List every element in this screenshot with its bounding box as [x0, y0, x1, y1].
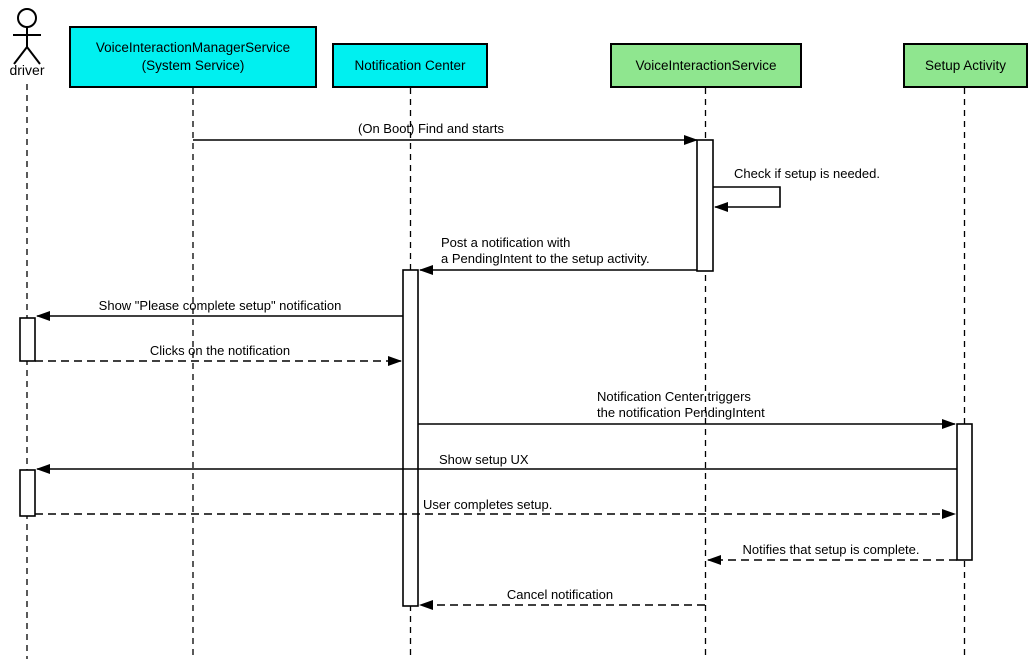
message-label-triggers-pendingintent: Notification Center triggers the notific…	[597, 389, 765, 420]
message-label-check-if-setup-needed: Check if setup is needed.	[734, 166, 880, 181]
message-label-show-setup-ux: Show setup UX	[439, 452, 529, 467]
arrow-check-if-setup-needed-self	[713, 186, 781, 212]
actor-driver-label: driver	[9, 62, 45, 78]
actor-left-leg	[13, 46, 28, 65]
message-arrows	[35, 135, 957, 610]
actor-right-leg	[26, 46, 41, 65]
activation-driver-2	[19, 469, 36, 517]
actor-head	[17, 8, 37, 28]
message-label-cancel-notification: Cancel notification	[506, 587, 614, 602]
participant-notification-center: Notification Center	[332, 43, 488, 88]
activation-bars	[19, 139, 973, 607]
activation-setup-activity	[956, 423, 973, 561]
message-label-notifies-setup-complete: Notifies that setup is complete.	[742, 542, 920, 557]
message-label-post-notification: Post a notification with a PendingIntent…	[441, 235, 650, 266]
activation-driver-1	[19, 317, 36, 362]
activation-notification-center	[402, 269, 419, 607]
activation-voiceinteractionservice	[696, 139, 714, 272]
message-label-clicks-on-notification: Clicks on the notification	[149, 343, 291, 358]
participant-voiceinteractionmanagerservice: VoiceInteractionManagerService (System S…	[69, 26, 317, 88]
message-label-show-please-complete-setup: Show "Please complete setup" notificatio…	[98, 298, 342, 313]
participant-voiceinteractionservice: VoiceInteractionService	[610, 43, 802, 88]
participant-setup-activity: Setup Activity	[903, 43, 1028, 88]
message-label-user-completes-setup: User completes setup.	[423, 497, 553, 512]
message-label-on-boot-find-and-starts: (On Boot) Find and starts	[358, 121, 504, 136]
actor-figure	[13, 8, 41, 65]
